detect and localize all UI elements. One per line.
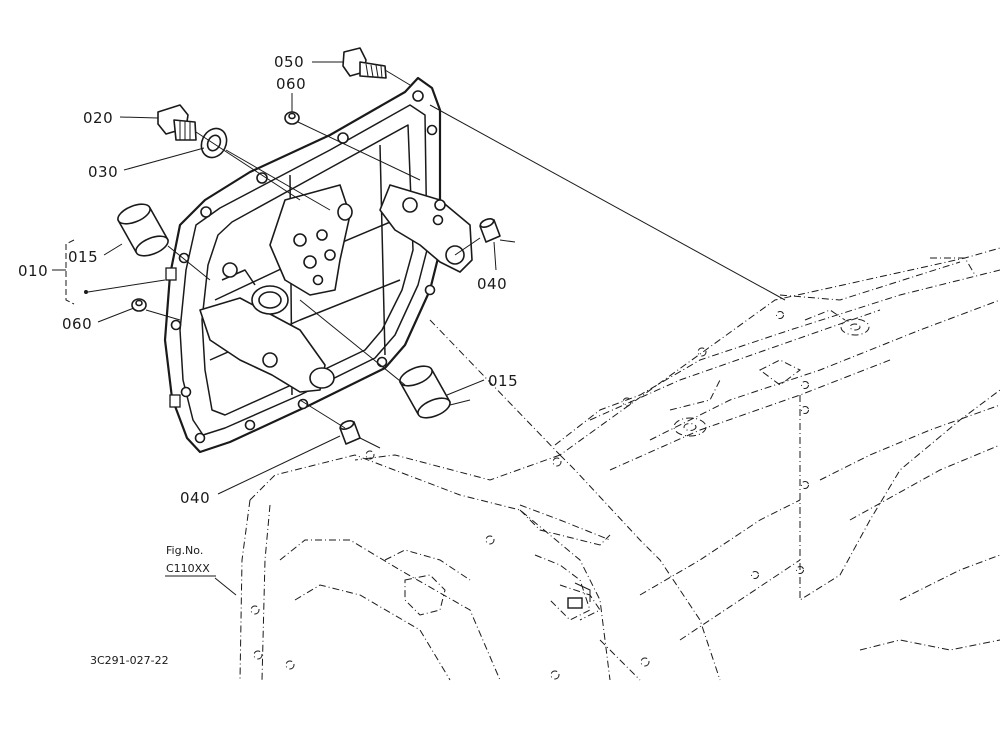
callout-010: 010: [18, 262, 48, 280]
bushing-015-right: [399, 365, 451, 419]
callout-030: 030: [88, 163, 118, 181]
callout-015-right: 015: [488, 372, 518, 390]
callout-050: 050: [274, 53, 304, 71]
drawing-code: 3C291-027-22: [90, 654, 169, 667]
callout-015-left: 015: [68, 248, 98, 266]
figure-ref-number: C110XX: [166, 562, 210, 575]
gear-case-cover: [163, 76, 473, 454]
washer-030: [200, 127, 228, 159]
callout-040-bottom: 040: [180, 489, 210, 507]
callout-040-right: 040: [477, 275, 507, 293]
figure-ref-label: Fig.No.: [166, 544, 203, 557]
callout-060-left: 060: [62, 315, 92, 333]
pin-040-right: [479, 218, 501, 243]
callout-060-top: 060: [276, 75, 306, 93]
plug-060-left: [131, 298, 147, 312]
leader-lines: [52, 61, 497, 596]
bushing-015-left: [117, 203, 169, 257]
assembly-lines: [145, 69, 786, 449]
bolt-050: [342, 47, 387, 79]
callout-020: 020: [83, 109, 113, 127]
transmission-case-outline: [239, 247, 1000, 681]
plug-020: [157, 104, 197, 141]
plug-060-top: [284, 111, 300, 125]
pin-040-bottom: [339, 420, 361, 445]
